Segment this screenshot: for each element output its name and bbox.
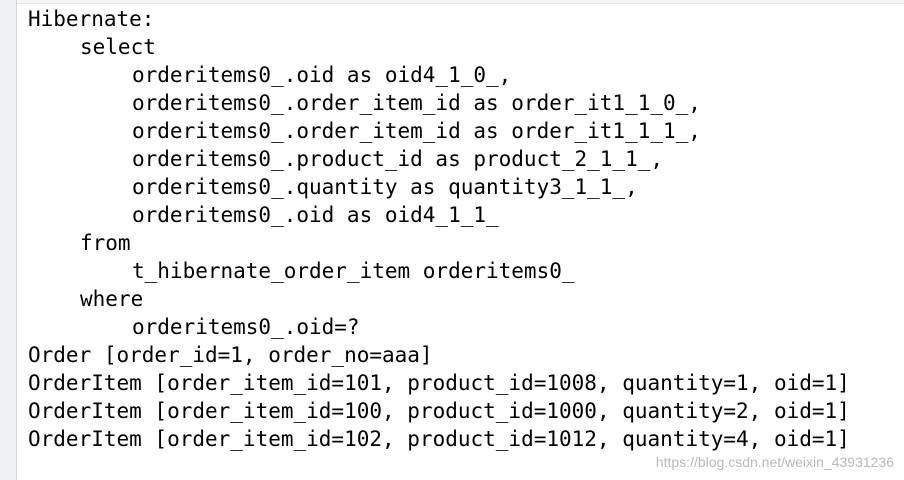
console-line: t_hibernate_order_item orderitems0_ xyxy=(132,259,575,283)
console-line: orderitems0_.quantity as quantity3_1_1_, xyxy=(132,175,638,199)
watermark-text: https://blog.csdn.net/weixin_43931236 xyxy=(655,454,894,470)
console-line: orderitems0_.oid as oid4_1_0_, xyxy=(132,63,512,87)
top-strip xyxy=(17,0,904,4)
console-line: orderitems0_.oid=? xyxy=(132,315,360,339)
console-line: from xyxy=(80,231,131,255)
editor-gutter xyxy=(0,0,17,480)
console-line: orderitems0_.oid as oid4_1_1_ xyxy=(132,203,499,227)
console-line: Hibernate: xyxy=(28,7,155,31)
console-line: Order [order_id=1, order_no=aaa] xyxy=(28,343,433,367)
console-line: OrderItem [order_item_id=101, product_id… xyxy=(28,371,850,395)
console-line: OrderItem [order_item_id=102, product_id… xyxy=(28,427,850,451)
console-line: orderitems0_.order_item_id as order_it1_… xyxy=(132,119,701,143)
console-output[interactable]: Hibernate: select orderitems0_.oid as oi… xyxy=(28,5,898,475)
console-line: select xyxy=(80,35,156,59)
console-line: where xyxy=(80,287,144,311)
console-line: OrderItem [order_item_id=100, product_id… xyxy=(28,399,850,423)
console-line: orderitems0_.order_item_id as order_it1_… xyxy=(132,91,701,115)
console-line: orderitems0_.product_id as product_2_1_1… xyxy=(132,147,664,171)
